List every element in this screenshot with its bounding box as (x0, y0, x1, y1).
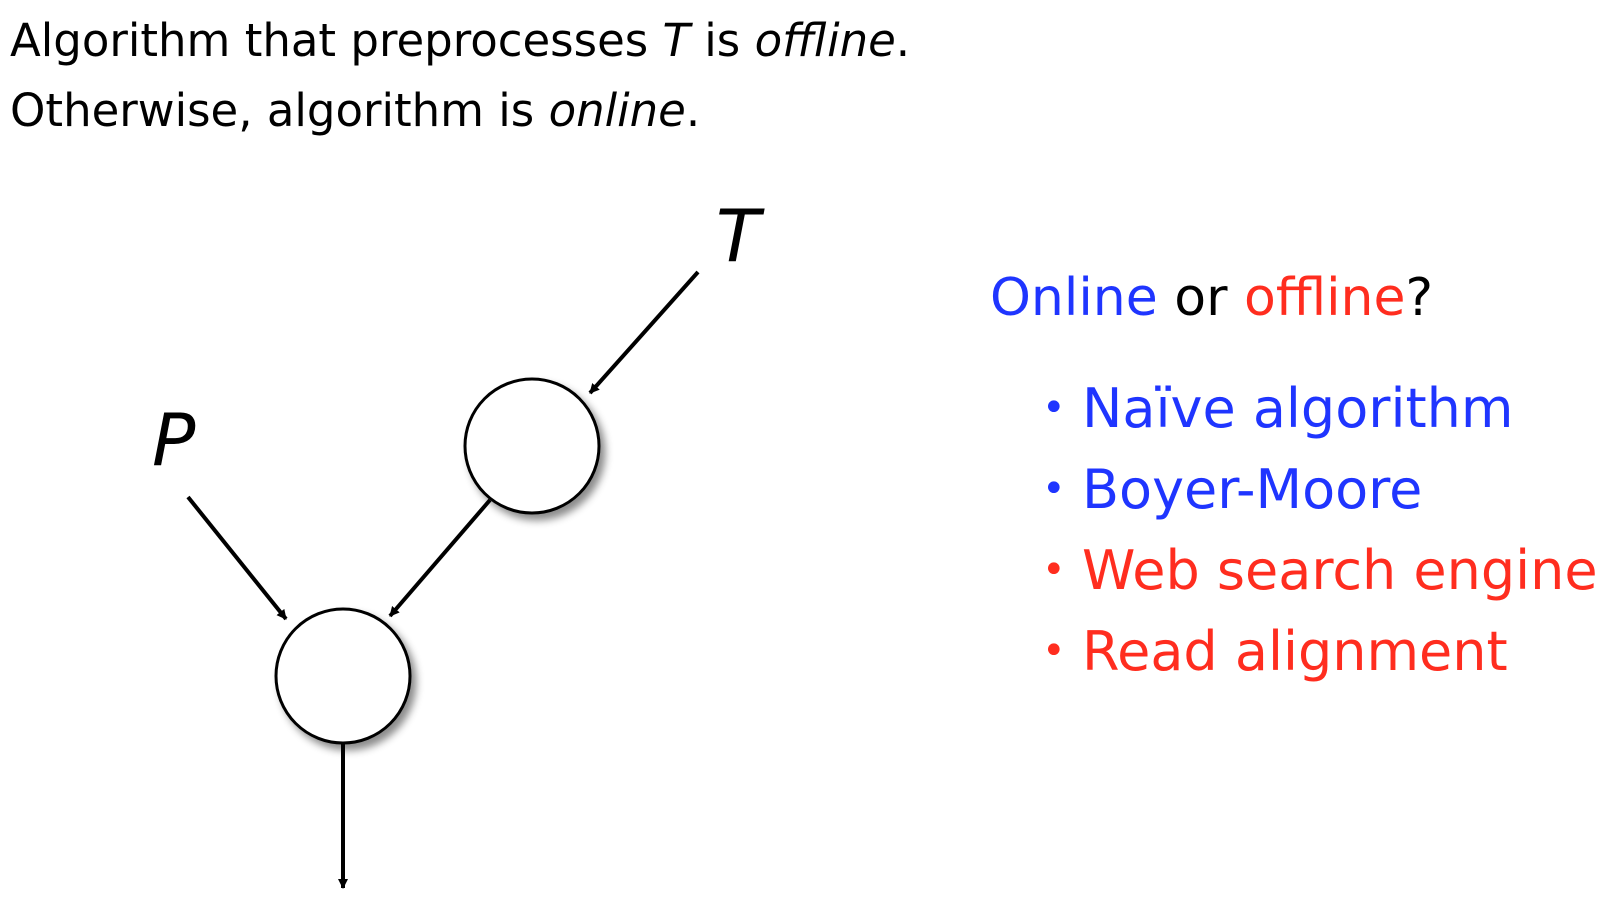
online-offline-question: Online or offline? (990, 268, 1433, 328)
match-node (274, 607, 412, 745)
arrow-t-to-preprocess (588, 270, 700, 395)
list-item: Boyer-Moore (1042, 449, 1598, 530)
label-p: P (152, 398, 196, 482)
preprocess-node (463, 377, 601, 515)
var-t-inline: T (662, 14, 691, 67)
intro-line-online: Otherwise, algorithm is online. (10, 84, 701, 137)
list-item: Naïve algorithm (1042, 368, 1598, 449)
arrow-p-to-match (186, 495, 288, 621)
examples-list: Naïve algorithm Boyer-Moore Web search e… (1042, 368, 1598, 692)
list-item: Read alignment (1042, 611, 1598, 692)
term-online: online (548, 84, 686, 137)
intro-line-offline: Algorithm that preprocesses T is offline… (10, 14, 911, 67)
question-online: Online (990, 268, 1158, 328)
question-mark: ? (1405, 268, 1434, 328)
arrow-preprocess-to-match (388, 498, 492, 618)
list-item: Web search engine (1042, 530, 1598, 611)
label-t: T (716, 194, 760, 278)
question-offline: offline (1244, 268, 1406, 328)
question-or: or (1157, 268, 1244, 328)
term-offline: offline (754, 14, 896, 67)
intro-text: Algorithm that preprocesses T is offline… (10, 6, 910, 146)
